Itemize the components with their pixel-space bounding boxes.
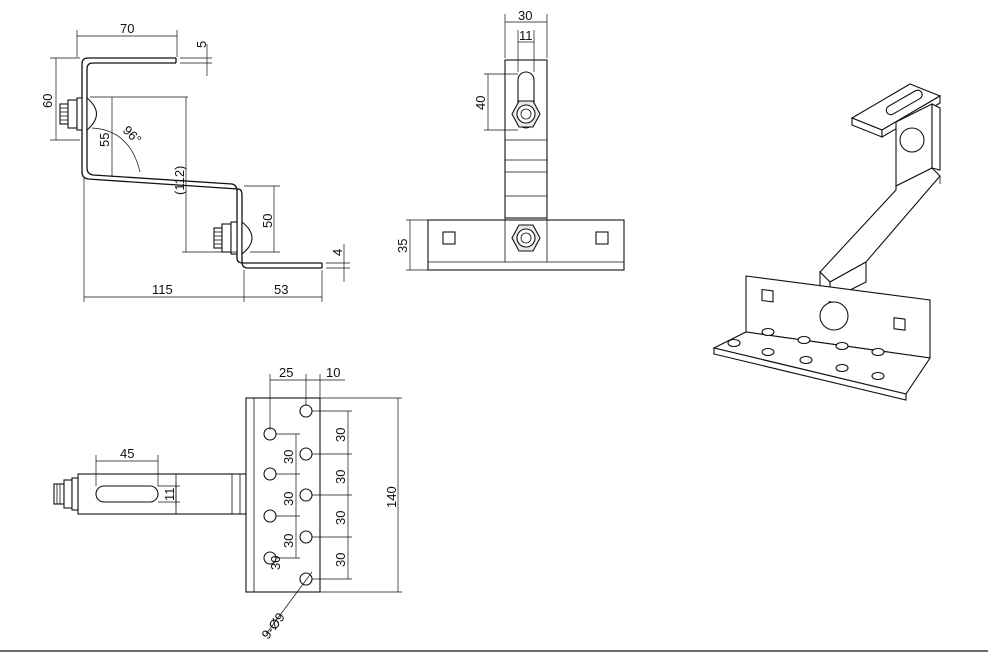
- front-view: 30 11 40 35: [395, 8, 625, 271]
- top-view: 45 11 25 10 30 30 30 30: [53, 365, 402, 642]
- isometric-view: [712, 83, 942, 401]
- dim-top-slot-width: 11: [162, 488, 177, 502]
- dim-front-base-height: 35: [395, 239, 410, 253]
- top-arm: [77, 473, 247, 515]
- dim-inner-height: 55: [97, 133, 112, 147]
- angle-arc: [91, 127, 141, 173]
- bracket-profile-outer: [81, 57, 322, 269]
- dim-spacing-left-4: 30: [268, 556, 283, 570]
- dim-spacing-left-2: 30: [281, 492, 296, 506]
- iso-slot: [885, 89, 923, 116]
- hole: [263, 467, 277, 481]
- lower-bolt-icon: [213, 220, 253, 256]
- dim-hole-pitch-a: 25: [279, 365, 293, 380]
- dim-spacing-right-3: 30: [333, 511, 348, 525]
- dim-front-slot-width: 11: [519, 28, 533, 43]
- dim-spacing-right-4: 30: [333, 553, 348, 567]
- dim-top-slot-length: 45: [120, 446, 134, 461]
- iso-arm: [819, 167, 941, 283]
- iso-center-hole: [819, 301, 849, 331]
- dim-front-top-width: 30: [518, 8, 532, 23]
- top-bolt-icon: [53, 477, 79, 511]
- iso-square-hole-right: [893, 317, 906, 331]
- side-view: 70 5 60 55 96° (112) 50 4: [40, 21, 350, 302]
- dim-lower-height: 50: [260, 214, 275, 228]
- dim-spacing-right-1: 30: [333, 428, 348, 442]
- upper-bolt-icon: [59, 96, 98, 132]
- dim-total-rise: (112): [172, 166, 187, 195]
- dim-top-width: 70: [120, 21, 134, 36]
- iso-square-hole-left: [761, 288, 774, 303]
- dim-front-slot-length: 40: [473, 96, 488, 110]
- bracket-profile-inner: [86, 62, 322, 264]
- right-spacing-dims: 30 30 30 30: [312, 410, 352, 580]
- dim-hole-pitch-b: 10: [326, 365, 340, 380]
- hole: [299, 447, 313, 461]
- dim-overall-length: 140: [384, 486, 399, 508]
- dim-spacing-left-3: 30: [281, 534, 296, 548]
- dim-left-height: 60: [40, 94, 55, 108]
- iso-flange-holes: [727, 327, 885, 381]
- square-hole-right: [595, 231, 609, 245]
- square-hole-left: [442, 231, 456, 245]
- upper-nut-icon: [511, 100, 541, 128]
- dim-thickness-bottom: 4: [330, 249, 345, 256]
- hole-callout: 9-Ø9: [258, 610, 287, 642]
- top-slot: [95, 485, 159, 503]
- dim-spacing-right-2: 30: [333, 470, 348, 484]
- hole: [263, 509, 277, 523]
- dim-angle: 96°: [120, 123, 145, 148]
- left-spacing-dims: 30 30 30 30: [268, 433, 300, 570]
- hole: [299, 530, 313, 544]
- dim-thickness-top: 5: [194, 41, 209, 48]
- hole: [299, 404, 313, 418]
- dim-base-length: 115: [152, 282, 173, 297]
- dim-spacing-left-1: 30: [281, 450, 296, 464]
- dim-foot-length: 53: [274, 282, 288, 297]
- iso-round-hole: [899, 127, 925, 153]
- lower-nut-icon: [511, 224, 541, 252]
- hole: [299, 488, 313, 502]
